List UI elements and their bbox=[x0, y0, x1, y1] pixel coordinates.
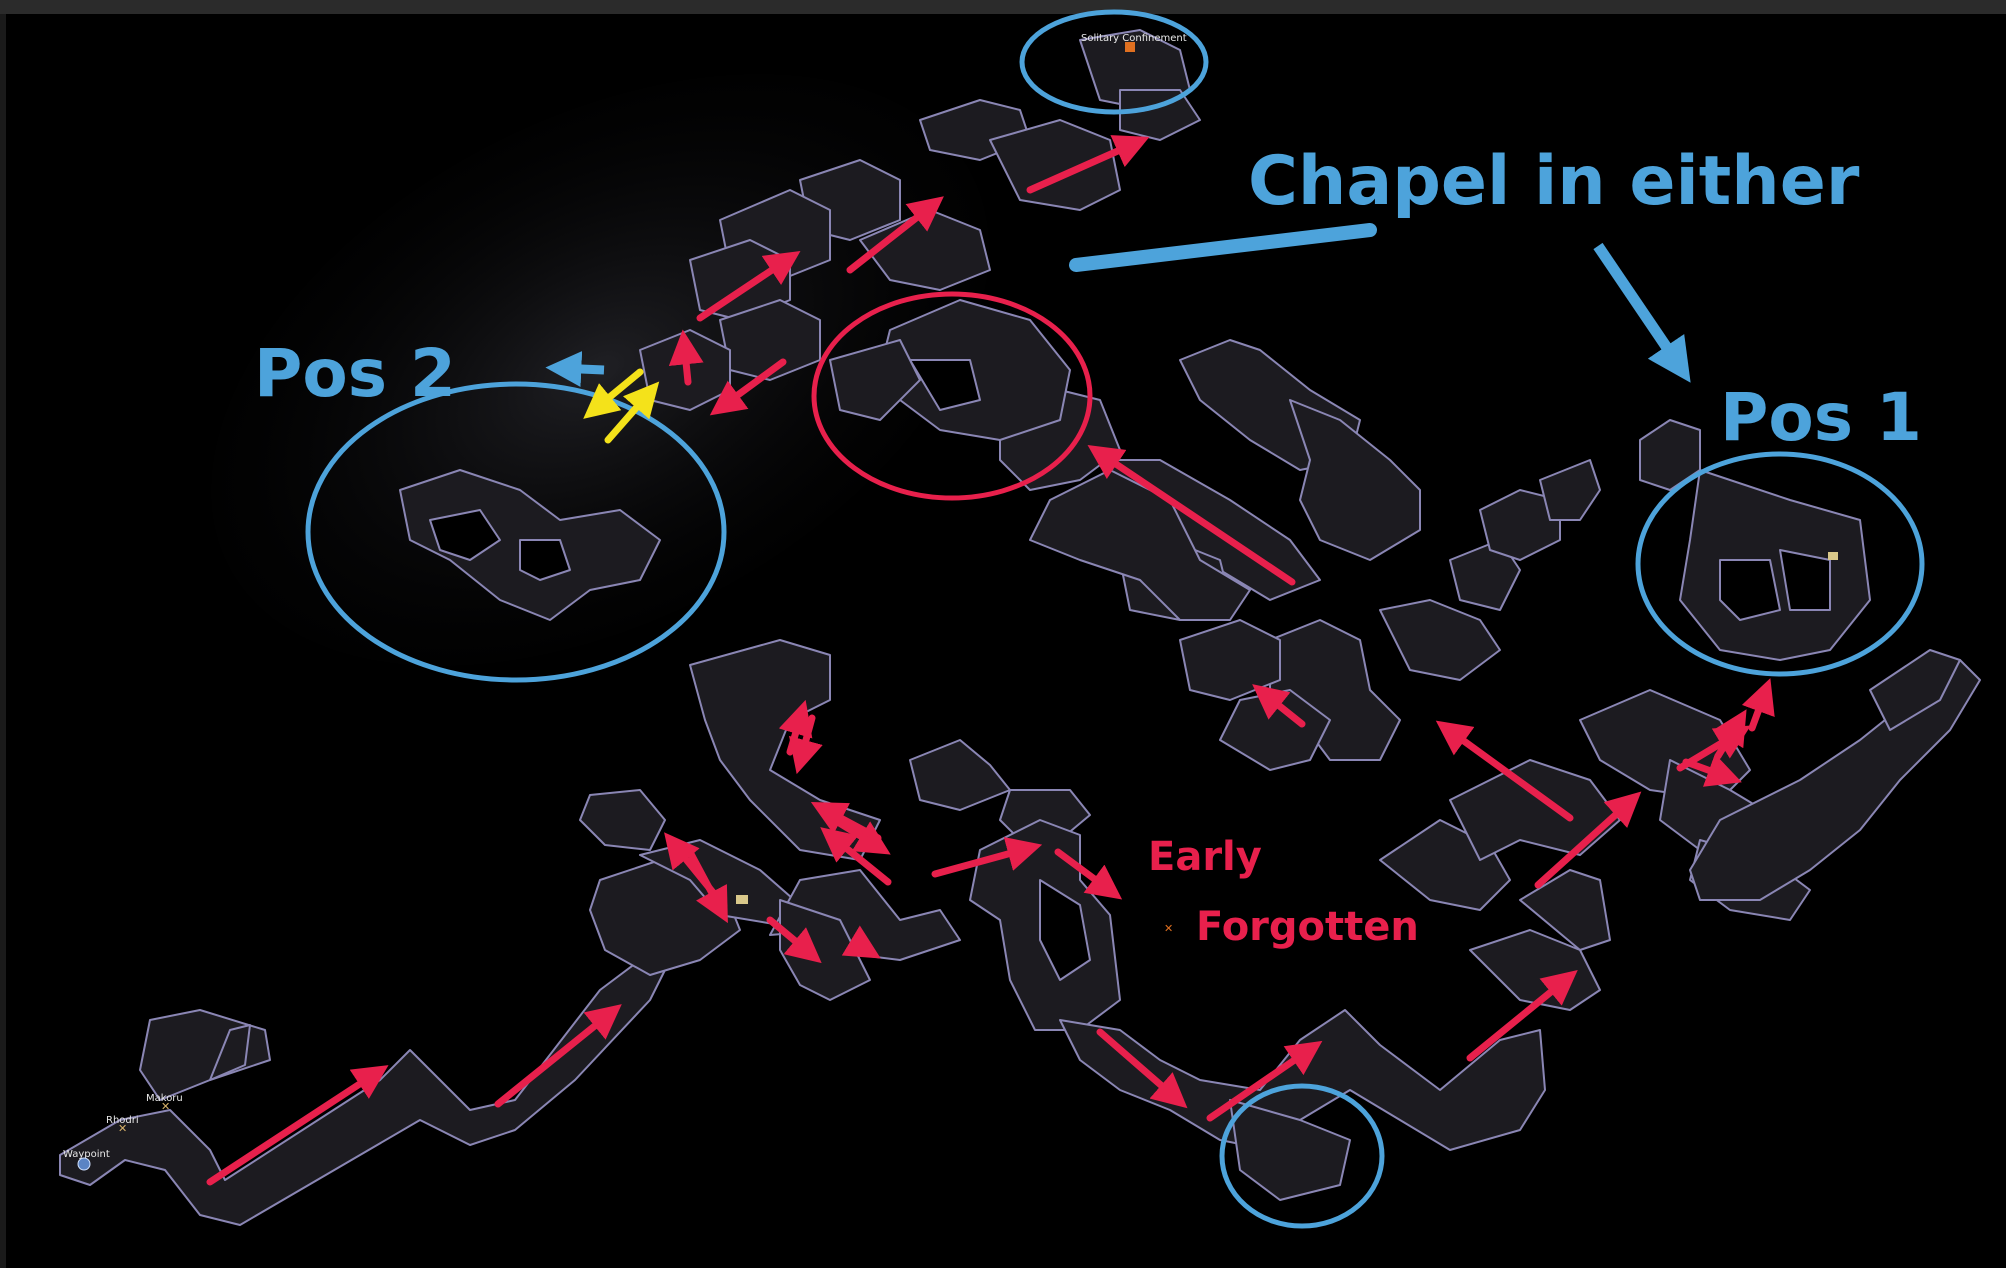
early-label: Early bbox=[1148, 834, 1262, 880]
route-arrow bbox=[1252, 684, 1306, 728]
route-arrow bbox=[1682, 753, 1742, 787]
route-arrow bbox=[206, 1065, 389, 1186]
route-arrow bbox=[1206, 1040, 1323, 1122]
pos-2-circle bbox=[305, 381, 727, 683]
solitary-confinement-circle bbox=[1019, 9, 1209, 115]
route-arrow bbox=[494, 1004, 622, 1108]
window-top-bar bbox=[0, 0, 2006, 14]
event-marker-icon: ✕ bbox=[1164, 923, 1173, 935]
route-arrow bbox=[766, 916, 822, 964]
text-annotations: Chapel in either Pos 2 Pos 1 Early Forgo… bbox=[254, 142, 1922, 950]
forgotten-label: Forgotten bbox=[1196, 904, 1419, 950]
chapel-alt-circle bbox=[1219, 1083, 1385, 1229]
yellow-arrow bbox=[583, 368, 644, 419]
blue-annotations bbox=[305, 9, 1925, 1229]
waypoint-icon[interactable] bbox=[77, 1157, 91, 1171]
rhodri-label: Rhodri bbox=[106, 1115, 139, 1126]
route-arrow bbox=[1713, 709, 1747, 760]
route-arrow bbox=[1096, 1028, 1188, 1109]
pos-1-arrow bbox=[1593, 242, 1691, 383]
pos-2-label: Pos 2 bbox=[254, 335, 456, 412]
route-arrow bbox=[820, 827, 892, 886]
route-arrow bbox=[789, 714, 823, 775]
route-arrow bbox=[810, 802, 882, 842]
dungeon-floor-layout bbox=[59, 29, 1981, 1226]
pos-2-arrow bbox=[545, 351, 605, 387]
route-arrow bbox=[846, 196, 944, 274]
route-arrow bbox=[664, 832, 728, 910]
npc-marker-icon: ✕ bbox=[118, 1123, 127, 1135]
chest-icon bbox=[1828, 552, 1838, 560]
route-arrow bbox=[1087, 444, 1296, 586]
route-arrow bbox=[1466, 970, 1578, 1062]
chapel-highlight bbox=[811, 291, 1093, 501]
solitary-confinement-label: Solitary Confinement bbox=[1081, 33, 1187, 44]
pos-1-circle bbox=[1635, 451, 1925, 677]
route-arrow bbox=[1054, 848, 1123, 900]
route-arrow bbox=[931, 837, 1043, 878]
window-left-edge bbox=[0, 14, 6, 1268]
route-arrows bbox=[206, 135, 1775, 1186]
solitary-confinement-marker bbox=[1125, 42, 1135, 52]
npc-marker-icon: ✕ bbox=[161, 1101, 170, 1113]
route-arrow bbox=[1534, 791, 1642, 889]
chest-icon bbox=[736, 895, 748, 904]
route-arrow bbox=[1026, 135, 1150, 194]
route-arrow bbox=[841, 925, 881, 959]
pos-1-label: Pos 1 bbox=[1720, 379, 1922, 456]
yellow-arrow bbox=[604, 381, 660, 444]
route-arrow bbox=[696, 251, 801, 322]
red-highlight-circle bbox=[811, 291, 1093, 501]
yellow-arrows bbox=[583, 368, 660, 444]
route-arrow bbox=[1435, 720, 1574, 822]
route-arrow bbox=[668, 329, 704, 386]
waypoint-label: Waypoint bbox=[63, 1149, 110, 1160]
map-labels: Solitary Confinement Makoru Rhodri Waypo… bbox=[63, 33, 1838, 1171]
chapel-pointer-line bbox=[1069, 223, 1377, 272]
route-arrow bbox=[1741, 678, 1775, 732]
route-arrow bbox=[709, 358, 787, 416]
chapel-in-either-label: Chapel in either bbox=[1248, 142, 1860, 221]
makoru-label: Makoru bbox=[146, 1093, 183, 1104]
